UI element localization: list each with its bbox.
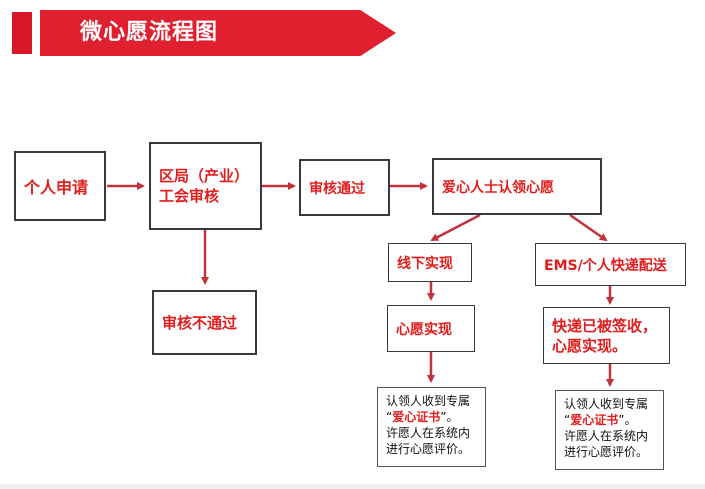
- certificate-highlight: 爱心证书: [570, 413, 619, 427]
- node-district-line2: 工会审核: [159, 187, 220, 205]
- node-rejected: 审核不通过: [152, 290, 257, 355]
- banner-arrow-shape: [40, 10, 396, 56]
- node-offline-label: 线下实现: [397, 255, 453, 272]
- node-wish-done-label: 心愿实现: [396, 321, 452, 338]
- node-approved-label: 审核通过: [309, 180, 365, 197]
- certificate-highlight: 爱心证书: [392, 410, 441, 424]
- node-apply-label: 个人申请: [24, 178, 89, 197]
- note-ems-result: 认领人收到专属 “爱心证书”。 许愿人在系统内 进行心愿评价。: [555, 390, 664, 470]
- node-signed-line1: 快递已被签收，: [552, 316, 658, 335]
- node-rejected-label: 审核不通过: [162, 313, 238, 332]
- note-line: 许愿人在系统内: [564, 429, 649, 443]
- note-line: 进行心愿评价。: [386, 442, 471, 456]
- node-offline: 线下实现: [388, 243, 472, 282]
- note-line: 认领人收到专属: [564, 397, 649, 411]
- banner-accent-bar: [12, 12, 32, 54]
- note-line: 认领人收到专属: [386, 394, 471, 408]
- arrow-claim-to-offline: [430, 213, 481, 242]
- node-wish-done: 心愿实现: [387, 305, 475, 352]
- node-claim-label: 爱心人士认领心愿: [442, 179, 554, 196]
- node-ems-label: EMS/个人快递配送: [544, 257, 667, 274]
- note-line: 进行心愿评价。: [564, 445, 649, 459]
- node-approved: 审核通过: [299, 159, 390, 216]
- node-signed-line2: 心愿实现。: [552, 336, 628, 355]
- arrow-claim-to-ems: [569, 213, 608, 242]
- page-title: 微心愿流程图: [80, 20, 219, 45]
- note-line-certificate: “爱心证书”。: [386, 410, 459, 424]
- note-line: 许愿人在系统内: [386, 426, 471, 440]
- title-banner: 微心愿流程图: [0, 0, 705, 62]
- node-ems: EMS/个人快递配送: [535, 243, 686, 286]
- node-district-line1: 区局（产业）: [159, 167, 250, 185]
- node-apply: 个人申请: [14, 151, 106, 221]
- node-claim: 爱心人士认领心愿: [432, 158, 602, 215]
- node-signed: 快递已被签收， 心愿实现。: [543, 307, 670, 364]
- note-offline-result: 认领人收到专属 “爱心证书”。 许愿人在系统内 进行心愿评价。: [377, 387, 486, 467]
- node-district-review: 区局（产业） 工会审核: [149, 142, 262, 230]
- footer-divider: [0, 484, 705, 489]
- note-line-certificate: “爱心证书”。: [564, 413, 637, 427]
